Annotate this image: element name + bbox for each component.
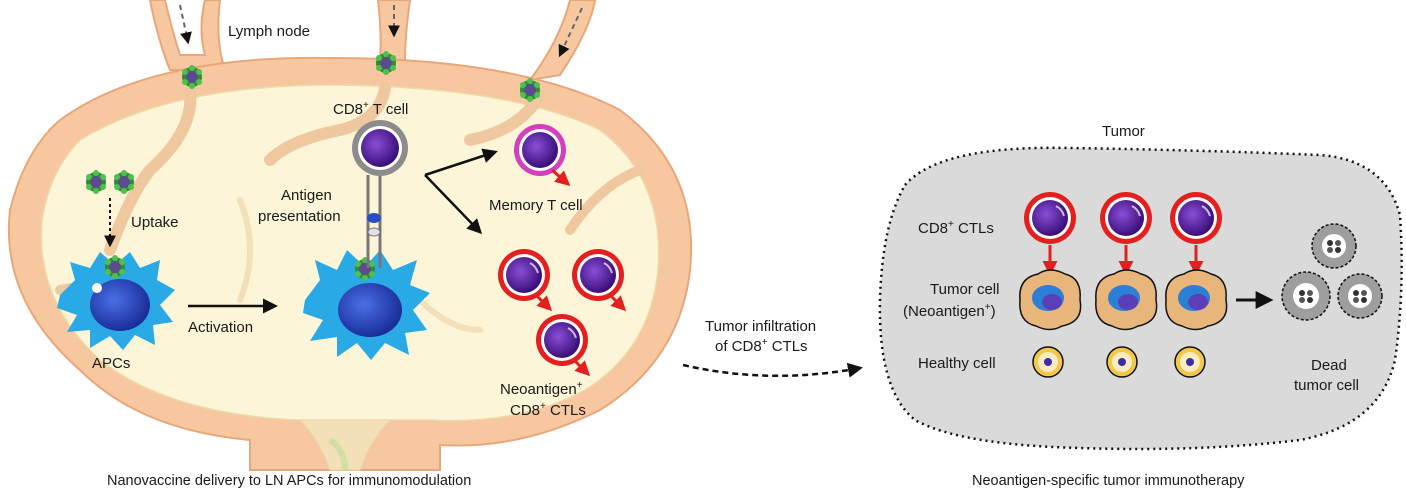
tumor-cell [1165, 269, 1228, 331]
infiltration-arrow [682, 362, 863, 378]
healthy-cell [1174, 346, 1206, 378]
label-tumor-infiltration: Tumor infiltration [705, 318, 816, 335]
activated-apc-cell [303, 250, 430, 360]
healthy-cell [1032, 346, 1064, 378]
healthy-cell [1106, 346, 1138, 378]
vessel-arrows [179, 4, 583, 58]
label-tumor-cell-dead: tumor cell [1294, 377, 1359, 394]
label-uptake: Uptake [131, 214, 179, 231]
lymph-node [7, 0, 693, 471]
label-lymph-node: Lymph node [228, 23, 310, 40]
label-tumor: Tumor [1102, 123, 1145, 140]
label-antigen: Antigen [281, 187, 332, 204]
cd8-naive-t-cell [352, 120, 408, 268]
tumor-cell [1095, 269, 1158, 331]
arrow-to-memory [424, 148, 498, 177]
label-apcs: APCs [92, 355, 130, 372]
memory-t-cell [514, 124, 571, 186]
label-cd8-ctls: CD8+ CTLs [510, 401, 586, 419]
apc-cell [57, 252, 175, 350]
tumor-ctl [1023, 191, 1077, 276]
label-neoantigen-plus: Neoantigen+ [500, 380, 583, 398]
dead-tumor-cell [1281, 271, 1331, 321]
ln-ctl [535, 313, 591, 377]
label-neoantigen: (Neoantigen+) [903, 302, 996, 320]
arrow-to-ctls [424, 174, 483, 235]
tumor-ctl [1169, 191, 1223, 276]
left-caption: Nanovaccine delivery to LN APCs for immu… [107, 473, 471, 489]
dead-tumor-cell [1337, 273, 1383, 319]
tumor-cell [1019, 269, 1082, 331]
tumor-ctl [1099, 191, 1153, 276]
dead-tumor-cell [1311, 223, 1357, 269]
label-tumor-ctls: CD8+ CTLs [918, 219, 994, 237]
ln-ctl [571, 248, 627, 312]
ln-ctl [497, 248, 553, 312]
label-healthy-cell: Healthy cell [918, 355, 996, 372]
label-memory-t-cell: Memory T cell [489, 197, 583, 214]
label-presentation: presentation [258, 208, 341, 225]
label-activation: Activation [188, 319, 253, 336]
label-tumor-cell: Tumor cell [930, 281, 999, 298]
label-of-cd8-ctls: of CD8+ CTLs [715, 337, 808, 355]
label-cd8-t-cell: CD8+ T cell [333, 100, 408, 118]
right-caption: Neoantigen-specific tumor immunotherapy [972, 473, 1245, 489]
label-dead: Dead [1311, 357, 1347, 374]
